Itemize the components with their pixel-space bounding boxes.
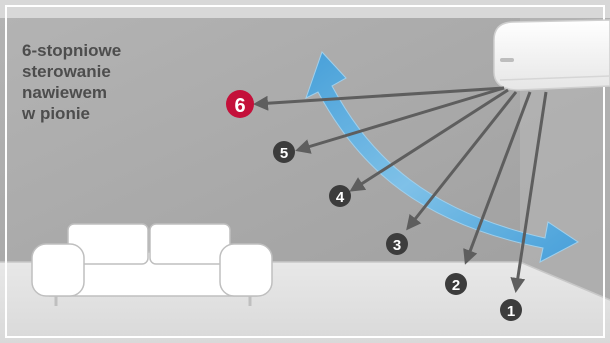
position-badge: 3 [386,233,408,255]
position-badge: 5 [273,141,295,163]
position-label-1: 1 [507,303,515,320]
caption-line: 6-stopniowe [22,40,212,61]
ceiling [0,0,610,18]
caption-title: 6-stopniowe sterowanie nawiewem w pionie [22,40,212,124]
position-badge: 4 [329,185,351,207]
position-badge: 6 [226,90,254,118]
position-badge: 1 [500,299,522,321]
position-label-6: 6 [234,95,245,117]
caption-line: w pionie [22,103,212,124]
position-label-4: 4 [336,189,345,206]
position-label-3: 3 [393,237,401,254]
position-label-2: 2 [452,277,460,294]
air-conditioner-icon [494,20,610,90]
caption-line: sterowanie [22,61,212,82]
caption-line: nawiewem [22,82,212,103]
position-label-5: 5 [280,145,288,162]
position-badge: 2 [445,273,467,295]
